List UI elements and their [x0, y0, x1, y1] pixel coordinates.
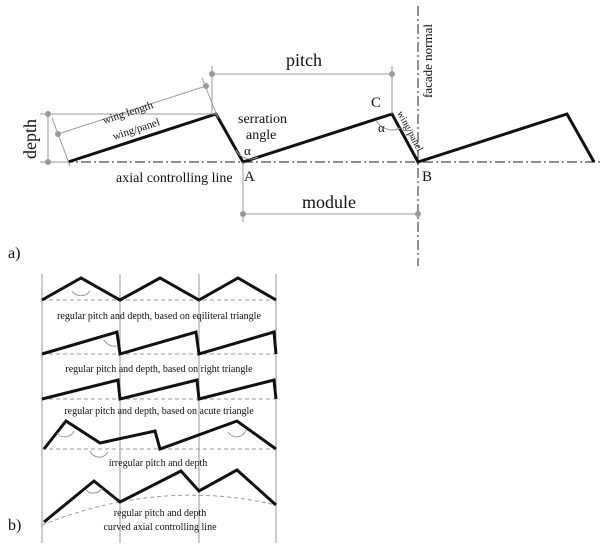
row4-angle-arc-1 — [56, 430, 75, 438]
panel-b-tag: b) — [8, 517, 21, 534]
serration-label-1: serration — [238, 112, 287, 127]
pitch-label: pitch — [286, 50, 322, 70]
facade-normal-label: facade normal — [420, 24, 435, 98]
panel-a: facade normal axial controlling line dep… — [8, 6, 600, 266]
point-c-label: C — [371, 95, 381, 111]
row3-profile — [41, 378, 278, 401]
row1-profile — [41, 276, 277, 302]
depth-tick-bottom — [45, 159, 51, 165]
wing-length-tick-right — [203, 83, 209, 89]
serration-label-2: angle — [246, 128, 276, 143]
row3-caption: regular pitch and depth, based on acute … — [64, 406, 254, 417]
row5-profile — [43, 468, 278, 524]
row5-angle-arc — [85, 487, 103, 494]
axial-line-label: axial controlling line — [116, 171, 233, 186]
alpha-c-label: α — [378, 120, 385, 135]
point-a-label: A — [244, 169, 255, 185]
pitch-tick-right — [389, 71, 395, 77]
wing-length-tick-left — [55, 131, 61, 137]
row4-caption: irregular pitch and depth — [109, 458, 208, 469]
row1-angle-arc — [71, 290, 91, 297]
point-b-label: B — [422, 169, 432, 185]
row1-caption: regular pitch and depth, based on eqilit… — [57, 311, 261, 322]
module-tick-right — [415, 211, 421, 217]
alpha-arc-a — [235, 149, 259, 160]
depth-label: depth — [20, 119, 40, 159]
wing-length-ext-left — [51, 117, 71, 167]
pitch-tick-left — [209, 71, 215, 77]
module-label: module — [302, 192, 356, 212]
wing-length-dimension-line — [57, 85, 207, 135]
row4-profile — [42, 418, 277, 451]
row5-caption-2: curved axial controlling line — [103, 522, 217, 533]
alpha-arc-c — [375, 119, 401, 131]
panel-a-tag: a) — [8, 245, 20, 262]
module-tick-left — [240, 211, 246, 217]
row5-caption-1: regular pitch and depth — [114, 508, 206, 519]
row4-angle-arc-2 — [89, 450, 109, 458]
row2-profile — [41, 330, 278, 356]
alpha-a-label: α — [244, 143, 251, 158]
row2-angle-arc — [103, 339, 118, 347]
panel-b: regular pitch and depth, based on eqilit… — [8, 274, 278, 543]
row4-angle-arc-3 — [227, 429, 247, 438]
row5-curved-axis — [41, 494, 277, 526]
row2-caption: regular pitch and depth, based on right … — [65, 364, 253, 375]
depth-tick-top — [45, 111, 51, 117]
